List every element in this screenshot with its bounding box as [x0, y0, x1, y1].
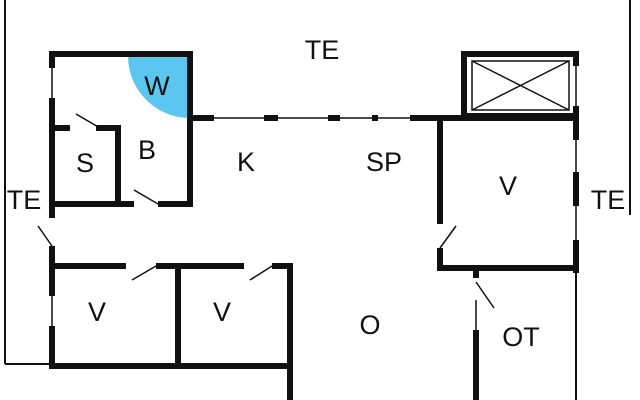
terrace-outline — [4, 0, 631, 400]
label-kitchen: K — [237, 147, 255, 177]
storage-box — [461, 51, 579, 119]
label-terrace-top: TE — [305, 35, 340, 65]
walls — [49, 51, 579, 400]
label-bedroom-left: V — [88, 297, 106, 327]
label-living: O — [359, 310, 380, 340]
label-wc: W — [144, 71, 170, 101]
doors — [37, 113, 495, 309]
windows — [48, 66, 580, 330]
label-storage: OT — [502, 322, 540, 352]
label-sauna: S — [76, 148, 94, 178]
label-bathroom: B — [138, 135, 156, 165]
label-bedroom-right: V — [499, 171, 517, 201]
wc-fill — [127, 56, 188, 118]
room-labels: TE TE TE W B S K SP V V V O OT — [7, 35, 626, 352]
label-dining: SP — [366, 147, 402, 177]
label-terrace-right: TE — [591, 185, 626, 215]
label-bedroom-middle: V — [213, 297, 231, 327]
label-terrace-left: TE — [7, 185, 42, 215]
